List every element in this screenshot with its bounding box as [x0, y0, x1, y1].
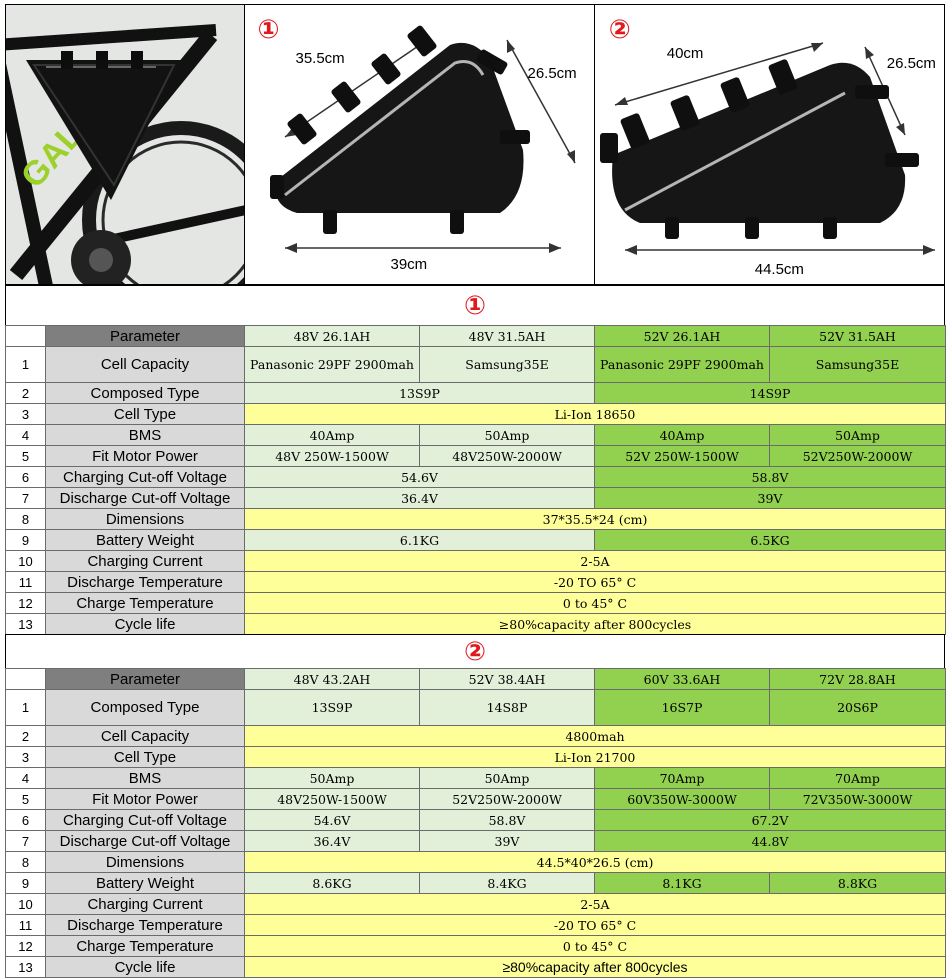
- table-row: 10 Charging Current 2-5A: [5, 550, 946, 572]
- section1-title: ①: [5, 285, 945, 325]
- table-row: 5 Fit Motor Power 48V250W-1500W 52V250W-…: [5, 788, 946, 810]
- bag1-top-dimension: 35.5cm: [295, 50, 345, 67]
- bag2-top-dimension: 40cm: [666, 45, 704, 62]
- bag1-bottom-dimension: 39cm: [390, 256, 428, 273]
- table-row: 11 Discharge Temperature -20 TO 65° C: [5, 571, 946, 593]
- column-header: 48V 31.5AH: [419, 325, 595, 347]
- table-row: 1 Cell Capacity Panasonic 29PF 2900mah S…: [5, 346, 946, 383]
- section2-title: ②: [5, 634, 945, 668]
- table-row: 13 Cycle life ≥80%capacity after 800cycl…: [5, 613, 946, 635]
- table-row: 4 BMS 50Amp 50Amp 70Amp 70Amp: [5, 767, 946, 789]
- table-row: 10 Charging Current 2-5A: [5, 893, 946, 915]
- bag2-side-dimension: 26.5cm: [886, 55, 936, 72]
- table-row: 12 Charge Temperature 0 to 45° C: [5, 592, 946, 614]
- bag2-illustration: [599, 42, 935, 255]
- bike-photo: GALAXY: [6, 5, 246, 284]
- table-row: 12 Charge Temperature 0 to 45° C: [5, 935, 946, 957]
- table-row: 13 Cycle life ≥80%capacity after 800cycl…: [5, 956, 946, 978]
- table-row: 6 Charging Cut-off Voltage 54.6V 58.8V 6…: [5, 809, 946, 831]
- column-header: 48V 26.1AH: [244, 325, 420, 347]
- section2-spec-table: Parameter 48V 43.2AH 52V 38.4AH 60V 33.6…: [5, 668, 946, 978]
- table-header-row: Parameter 48V 43.2AH 52V 38.4AH 60V 33.6…: [5, 668, 946, 690]
- column-header: 60V 33.6AH: [594, 668, 770, 690]
- table-row: 9 Battery Weight 8.6KG 8.4KG 8.1KG 8.8KG: [5, 872, 946, 894]
- table-row: 8 Dimensions 37*35.5*24 (cm): [5, 508, 946, 530]
- table-row: 1 Composed Type 13S9P 14S8P 16S7P 20S6P: [5, 689, 946, 726]
- parameter-header: Parameter: [45, 325, 245, 347]
- table-row: 8 Dimensions 44.5*40*26.5 (cm): [5, 851, 946, 873]
- table-row: 7 Discharge Cut-off Voltage 36.4V 39V: [5, 487, 946, 509]
- bike-illustration: GALAXY: [6, 5, 245, 284]
- bag2-bottom-dimension: 44.5cm: [754, 261, 804, 278]
- bag1-number-badge: ①: [257, 15, 280, 45]
- bag1-photo: ① 35.5cm 26.5cm 39cm: [245, 5, 595, 284]
- table-header-row: Parameter 48V 26.1AH 48V 31.5AH 52V 26.1…: [5, 325, 946, 347]
- table-row: 4 BMS 40Amp 50Amp 40Amp 50Amp: [5, 424, 946, 446]
- column-header: 52V 38.4AH: [419, 668, 595, 690]
- bag1-illustration: [270, 25, 577, 253]
- product-photo-strip: GALAXY: [5, 4, 945, 285]
- section1-spec-table: Parameter 48V 26.1AH 48V 31.5AH 52V 26.1…: [5, 325, 946, 635]
- column-header: 52V 31.5AH: [769, 325, 946, 347]
- table-row: 3 Cell Type Li-Ion 21700: [5, 746, 946, 768]
- table-row: 5 Fit Motor Power 48V 250W-1500W 48V250W…: [5, 445, 946, 467]
- table-row: 11 Discharge Temperature -20 TO 65° C: [5, 914, 946, 936]
- bag2-photo: ② 40cm 26.5cm 44.5cm: [594, 5, 944, 284]
- table-row: 2 Composed Type 13S9P 14S9P: [5, 382, 946, 404]
- section1-number: ①: [463, 291, 486, 321]
- bag2-number-badge: ②: [608, 15, 631, 45]
- table-row: 2 Cell Capacity 4800mah: [5, 725, 946, 747]
- table-row: 6 Charging Cut-off Voltage 54.6V 58.8V: [5, 466, 946, 488]
- column-header: 52V 26.1AH: [594, 325, 770, 347]
- section2-number: ②: [463, 637, 486, 667]
- table-row: 3 Cell Type Li-Ion 18650: [5, 403, 946, 425]
- table-row: 9 Battery Weight 6.1KG 6.5KG: [5, 529, 946, 551]
- table-row: 7 Discharge Cut-off Voltage 36.4V 39V 44…: [5, 830, 946, 852]
- parameter-header: Parameter: [45, 668, 245, 690]
- column-header: 48V 43.2AH: [244, 668, 420, 690]
- bag1-side-dimension: 26.5cm: [527, 65, 577, 82]
- column-header: 72V 28.8AH: [769, 668, 946, 690]
